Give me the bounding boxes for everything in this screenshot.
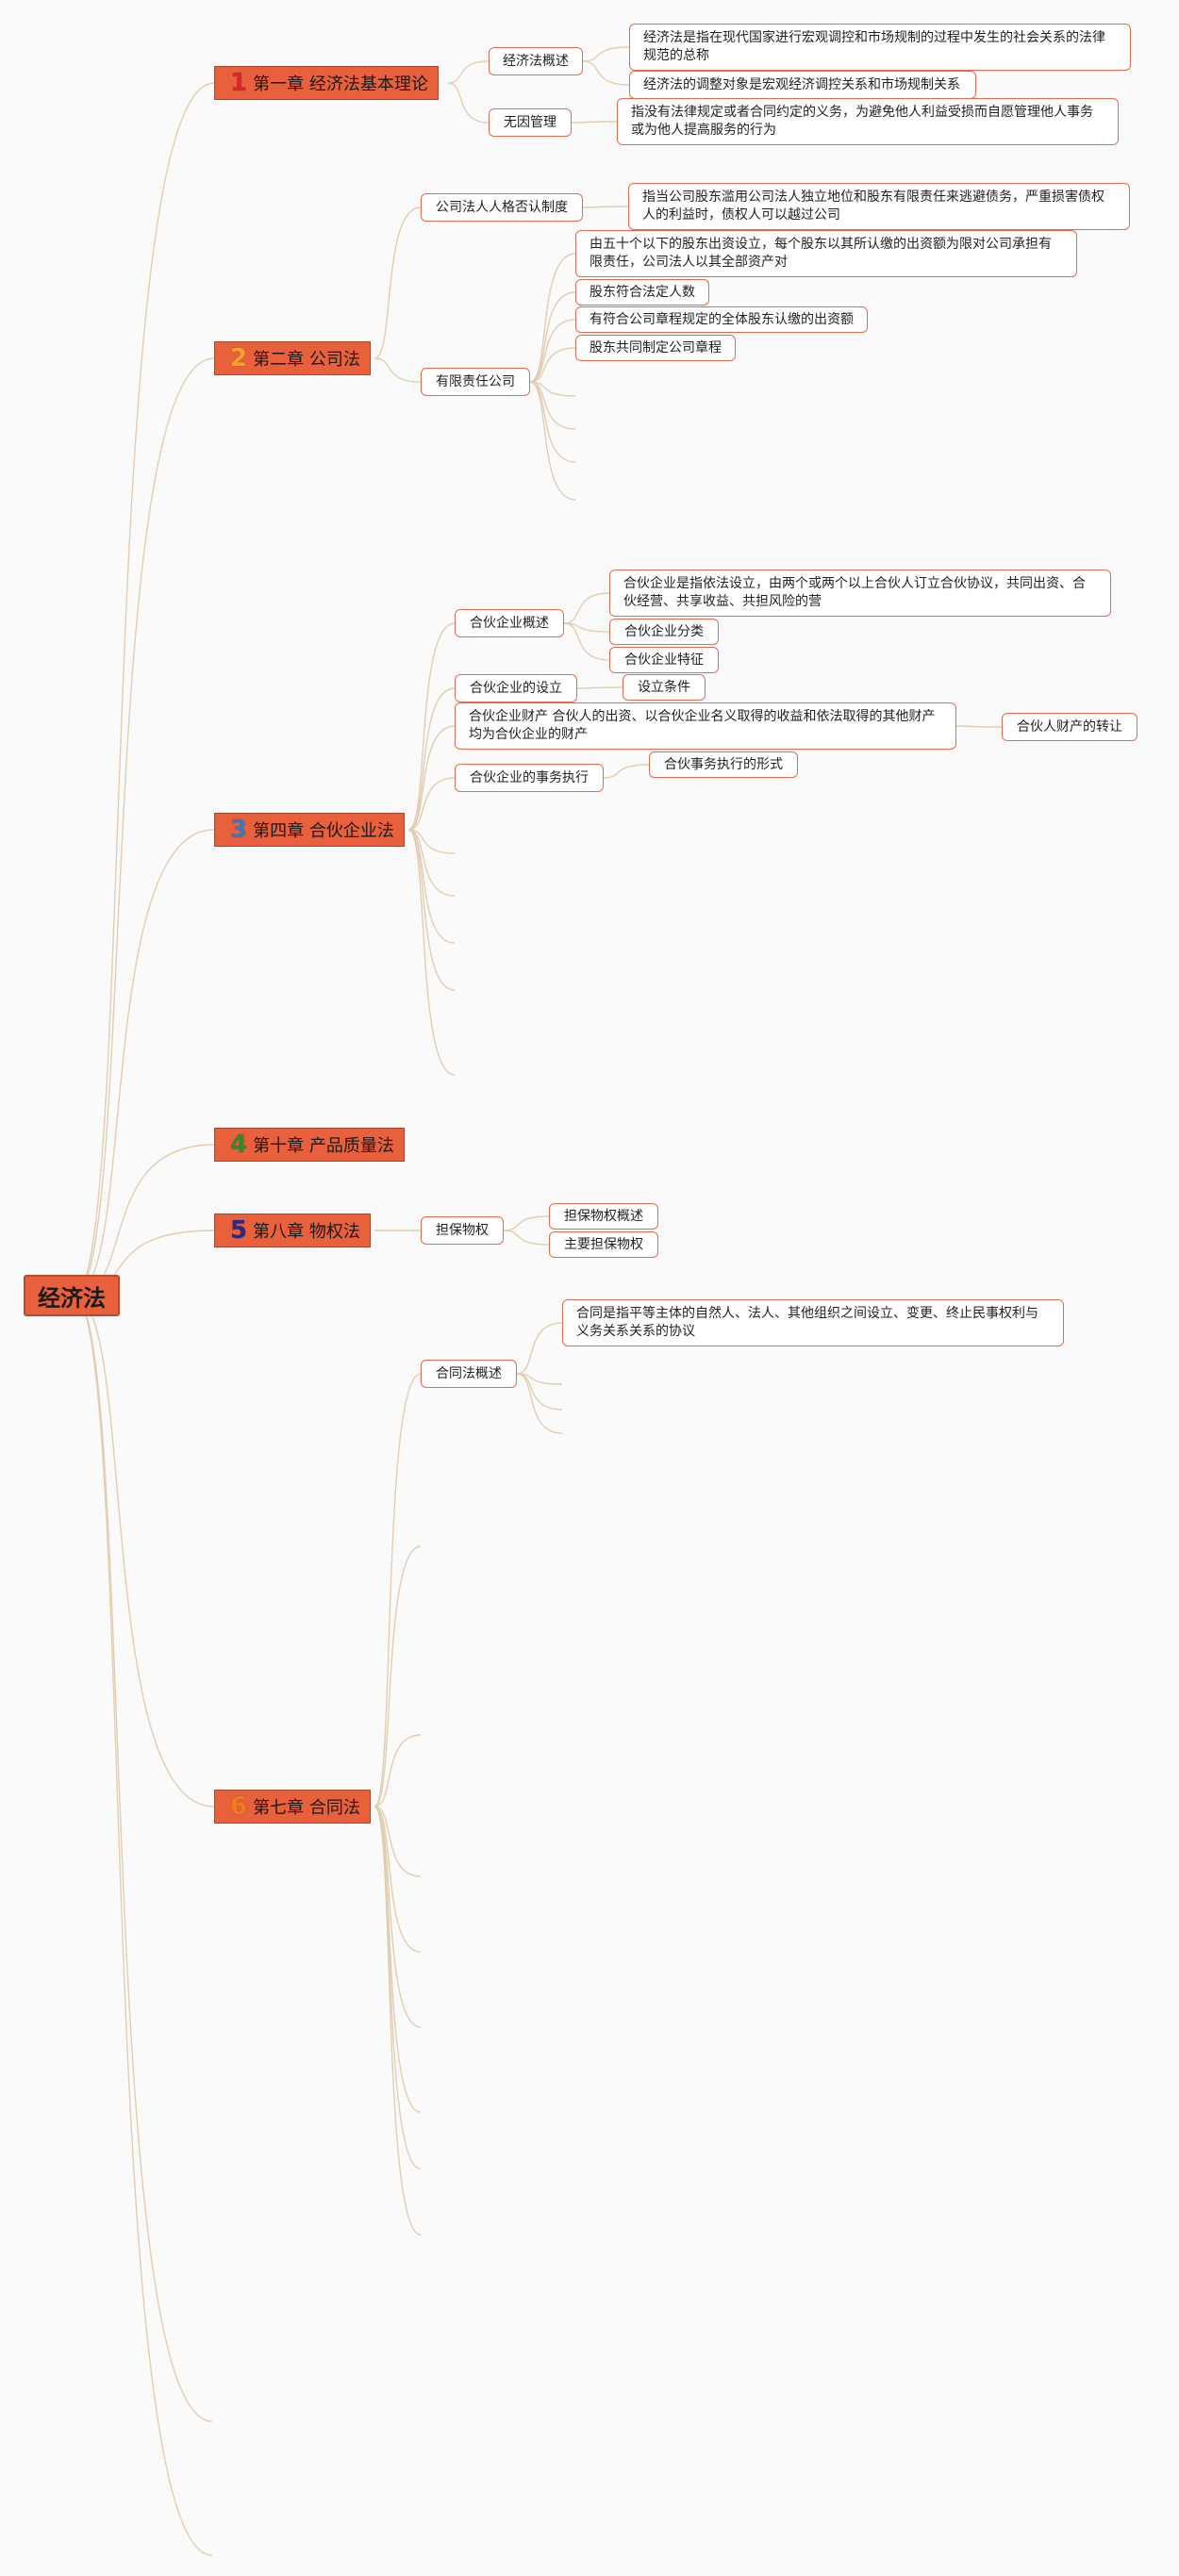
chapter-number: 3 xyxy=(230,816,248,844)
detail-setup-conditions[interactable]: 设立条件 xyxy=(623,674,706,701)
connector-curve xyxy=(374,1806,422,2113)
connector-curve xyxy=(563,592,610,624)
connector-curve xyxy=(529,381,576,397)
chapter-number: 2 xyxy=(230,344,248,372)
detail-affairs-forms[interactable]: 合伙事务执行的形式 xyxy=(649,751,798,778)
chapter-5-node[interactable]: 5 第八章 物权法 xyxy=(214,1214,371,1247)
connector-curve xyxy=(73,1295,213,2422)
chapter-number: 4 xyxy=(230,1131,248,1159)
topic-negotiorum-gestio[interactable]: 无因管理 xyxy=(489,108,572,137)
detail-economic-law-object[interactable]: 经济法的调整对象是宏观经济调控关系和市场规制关系 xyxy=(629,71,976,99)
detail-llc-articles[interactable]: 股东共同制定公司章程 xyxy=(575,335,736,361)
connector-curve xyxy=(503,1215,550,1231)
topic-security-interest[interactable]: 担保物权 xyxy=(421,1216,504,1245)
detail-llc-shareholder-count[interactable]: 股东符合法定人数 xyxy=(575,279,709,305)
detail-partnership-types[interactable]: 合伙企业分类 xyxy=(609,619,719,645)
connector-curve xyxy=(374,206,422,359)
detail-llc-capital[interactable]: 有符合公司章程规定的全体股东认缴的出资额 xyxy=(575,306,868,333)
connector-curve xyxy=(571,121,618,124)
connector-curve xyxy=(374,357,422,383)
chapter-label: 第八章 物权法 xyxy=(253,1222,360,1242)
detail-contract-definition[interactable]: 合同是指平等主体的自然人、法人、其他组织之间设立、变更、终止民事权利与义务关系关… xyxy=(562,1299,1064,1346)
connector-curve xyxy=(73,1144,215,1296)
connector-curve xyxy=(529,319,576,383)
chapter-label: 第四章 合伙企业法 xyxy=(253,821,394,841)
chapter-label: 第二章 公司法 xyxy=(253,350,360,370)
topic-partnership-setup[interactable]: 合伙企业的设立 xyxy=(455,674,577,702)
connector-curve xyxy=(73,829,215,1296)
connector-curve xyxy=(407,687,456,831)
connector-curve xyxy=(529,253,576,383)
detail-security-overview[interactable]: 担保物权概述 xyxy=(549,1203,658,1230)
connector-curve xyxy=(73,1295,213,2556)
chapter-3-node[interactable]: 3 第四章 合伙企业法 xyxy=(214,813,405,847)
detail-main-security-interests[interactable]: 主要担保物权 xyxy=(549,1231,658,1258)
connector-curve xyxy=(503,1230,550,1246)
chapter-4-node[interactable]: 4 第十章 产品质量法 xyxy=(214,1128,405,1162)
connector-curve xyxy=(516,1373,563,1411)
connector-curve xyxy=(374,1806,422,1953)
detail-llc-definition[interactable]: 由五十个以下的股东出资设立，每个股东以其所认缴的出资额为限对公司承担有限责任，公… xyxy=(575,230,1077,277)
connector-curve xyxy=(407,829,456,854)
connector-curve xyxy=(582,46,630,62)
connector-curve xyxy=(447,60,490,84)
topic-partnership-affairs[interactable]: 合伙企业的事务执行 xyxy=(455,764,604,792)
topic-partnership-property[interactable]: 合伙企业财产 合伙人的出资、以合伙企业名义取得的收益和依法取得的其他财产均为合伙… xyxy=(455,702,956,750)
detail-property-transfer[interactable]: 合伙人财产的转让 xyxy=(1002,713,1137,741)
topic-llc[interactable]: 有限责任公司 xyxy=(421,368,530,396)
connector-curve xyxy=(407,829,456,944)
topic-contract-overview[interactable]: 合同法概述 xyxy=(421,1360,517,1388)
connector-curve xyxy=(73,357,215,1296)
detail-negotiorum-gestio-definition[interactable]: 指没有法律规定或者合同约定的义务，为避免他人利益受损而自愿管理他人事务或为他人提… xyxy=(617,98,1119,145)
connector-curve xyxy=(576,686,623,689)
connector-curve xyxy=(374,1734,422,1808)
chapter-number: 1 xyxy=(230,69,248,97)
connector-curve xyxy=(407,829,456,1076)
chapter-number: 6 xyxy=(230,1792,248,1821)
chapter-number: 5 xyxy=(230,1216,248,1245)
connector-curve xyxy=(73,1295,215,1808)
connector-curve xyxy=(374,1373,422,1808)
connector-curve xyxy=(374,1545,422,1808)
detail-partnership-definition[interactable]: 合伙企业是指依法设立，由两个或两个以上合伙人订立合伙协议，共同出资、合伙经营、共… xyxy=(609,570,1111,617)
topic-economic-law-overview[interactable]: 经济法概述 xyxy=(489,47,583,75)
connector-curve xyxy=(516,1373,563,1434)
connector-curve xyxy=(603,764,650,779)
chapter-label: 第一章 经济法基本理论 xyxy=(253,74,428,94)
connector-curve xyxy=(407,829,456,897)
chapter-1-node[interactable]: 1 第一章 经济法基本理论 xyxy=(214,66,439,100)
detail-partnership-features[interactable]: 合伙企业特征 xyxy=(609,647,719,673)
connector-curve xyxy=(529,381,576,501)
connector-curve xyxy=(582,206,629,208)
connector-curve xyxy=(955,725,1003,728)
connector-curve xyxy=(529,347,576,383)
chapter-label: 第十章 产品质量法 xyxy=(253,1136,394,1156)
connector-curve xyxy=(516,1322,563,1375)
detail-piercing-definition[interactable]: 指当公司股东滥用公司法人独立地位和股东有限责任来逃避债务，严重损害债权人的利益时… xyxy=(628,183,1130,230)
topic-piercing-corporate-veil[interactable]: 公司法人人格否认制度 xyxy=(421,193,583,222)
connector-curve xyxy=(374,1806,422,2236)
topic-partnership-overview[interactable]: 合伙企业概述 xyxy=(455,609,564,637)
connector-curve xyxy=(447,82,490,124)
chapter-6-node[interactable]: 6 第七章 合同法 xyxy=(214,1790,371,1824)
connector-curve xyxy=(582,60,630,86)
connector-curve xyxy=(529,291,576,383)
connector-curve xyxy=(563,622,610,661)
detail-economic-law-definition[interactable]: 经济法是指在现代国家进行宏观调控和市场规制的过程中发生的社会关系的法律规范的总称 xyxy=(629,24,1131,71)
chapter-label: 第七章 合同法 xyxy=(253,1798,360,1818)
connector-curve xyxy=(407,777,456,831)
connector-curve xyxy=(529,381,576,463)
root-node[interactable]: 经济法 xyxy=(24,1275,120,1316)
connector-curve xyxy=(407,829,456,991)
connector-curve xyxy=(407,725,456,831)
chapter-2-node[interactable]: 2 第二章 公司法 xyxy=(214,341,371,375)
connector-curve xyxy=(73,82,215,1296)
connector-curve xyxy=(374,1806,422,1877)
connector-curve xyxy=(374,1806,422,2028)
connector-curve xyxy=(407,622,456,831)
